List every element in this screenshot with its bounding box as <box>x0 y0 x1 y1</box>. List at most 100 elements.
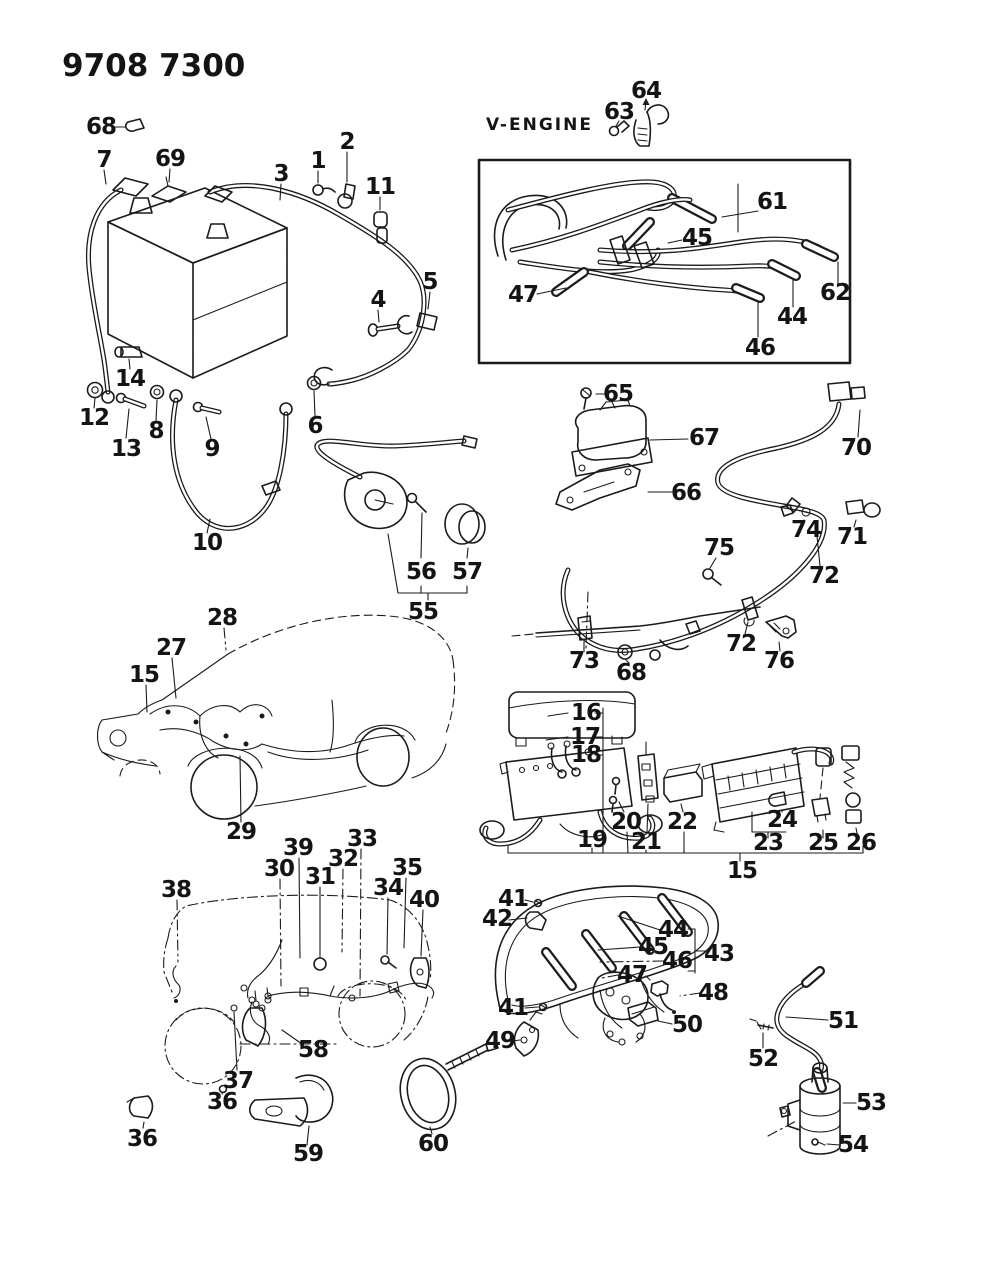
v-engine-box <box>477 158 852 365</box>
callout-39: 39 <box>283 835 313 861</box>
part-48-spark-plug <box>645 975 701 1014</box>
callout-31: 31 <box>305 864 335 890</box>
callout-19: 19 <box>577 827 607 853</box>
callout-69: 69 <box>155 146 185 172</box>
part-5-clamp <box>396 291 438 335</box>
callout-28: 28 <box>207 605 237 631</box>
callout-23: 23 <box>753 830 783 856</box>
callout-51: 51 <box>828 1008 858 1034</box>
callout-20: 20 <box>611 809 641 835</box>
part-11-clamp <box>373 196 388 244</box>
callout-75: 75 <box>704 535 734 561</box>
callout-55: 55 <box>408 599 438 625</box>
callout-54: 54 <box>838 1132 868 1158</box>
callout-12: 12 <box>79 405 109 431</box>
callout-40: 40 <box>409 887 439 913</box>
part-75-screw <box>702 557 722 586</box>
part-2-bracket <box>337 151 356 209</box>
callout-76: 76 <box>764 648 794 674</box>
horn-assembly-drawing <box>314 435 486 601</box>
callout-72: 72 <box>809 563 839 589</box>
callout-2: 2 <box>339 129 354 155</box>
part-9-bolt <box>192 401 222 440</box>
callout-42: 42 <box>482 906 512 932</box>
battery-drawing <box>107 187 288 379</box>
body-wiring-branch <box>511 591 761 661</box>
callout-61: 61 <box>757 189 787 215</box>
callout-5: 5 <box>422 269 437 295</box>
callout-72: 72 <box>726 631 756 657</box>
callout-22: 22 <box>667 809 697 835</box>
callout-4: 4 <box>370 287 385 313</box>
part-17-18-fusible-links <box>547 740 592 779</box>
part-41-screws <box>524 898 548 1012</box>
part-37-wire <box>230 1004 238 1071</box>
part-6-nut <box>306 375 322 417</box>
bracket-15-lower <box>507 844 864 862</box>
part-72-clamp <box>741 596 759 635</box>
part-24-clip <box>768 791 787 813</box>
part-21-connector <box>637 741 659 854</box>
callout-56: 56 <box>406 559 436 585</box>
part-58-bracket <box>241 987 303 1047</box>
callout-52: 52 <box>748 1046 778 1072</box>
callout-67: 67 <box>689 425 719 451</box>
engine-harness-drawing <box>145 627 405 823</box>
part-68-grommet <box>617 644 633 664</box>
part-66-bracket <box>555 463 673 511</box>
callout-13: 13 <box>111 436 141 462</box>
part-50-connector <box>627 1001 673 1027</box>
leaders-43-44-45-46-47 <box>597 915 706 979</box>
vehicle-side-outline <box>163 894 432 1085</box>
callout-15: 15 <box>129 662 159 688</box>
callout-37: 37 <box>223 1068 253 1094</box>
callout-46: 46 <box>745 335 775 361</box>
part-16-cover <box>508 691 636 747</box>
callout-53: 53 <box>856 1090 886 1116</box>
part-54-screw <box>811 1138 841 1146</box>
callout-73: 73 <box>569 648 599 674</box>
part-4-bolt <box>367 309 401 337</box>
callout-17: 17 <box>570 724 600 750</box>
part-12-washer <box>86 381 104 409</box>
part-65-screw <box>580 387 606 410</box>
callout-18: 18 <box>571 742 601 768</box>
callout-58: 58 <box>298 1037 328 1063</box>
callout-43: 43 <box>704 941 734 967</box>
callout-27: 27 <box>156 635 186 661</box>
part-59-clamp <box>248 1074 334 1146</box>
callout-26: 26 <box>846 830 876 856</box>
distributor-cap-drawing <box>592 971 649 1046</box>
callout-34: 34 <box>373 875 403 901</box>
callout-14: 14 <box>115 366 145 392</box>
callout-74: 74 <box>791 517 821 543</box>
callout-33: 33 <box>347 826 377 852</box>
callout-41: 41 <box>498 886 528 912</box>
callout-11: 11 <box>365 174 395 200</box>
body-harness-drawing <box>172 848 435 1045</box>
callout-6: 6 <box>307 413 322 439</box>
callout-47: 47 <box>508 282 538 308</box>
part-13-bolt <box>115 392 147 439</box>
callout-46: 46 <box>662 948 692 974</box>
part-14-bolt <box>114 346 143 370</box>
callout-65: 65 <box>603 381 633 407</box>
part-63-screw <box>608 120 630 137</box>
part-70-harness <box>560 381 866 653</box>
part-26-link <box>841 745 862 839</box>
callout-36: 36 <box>207 1089 237 1115</box>
callout-25: 25 <box>808 830 838 856</box>
callout-45: 45 <box>638 934 668 960</box>
part-8-nut <box>149 384 165 422</box>
callout-66: 66 <box>671 480 701 506</box>
bracket-16-17-18 <box>545 707 604 854</box>
part-71-connector <box>845 499 881 528</box>
callout-7: 7 <box>96 147 111 173</box>
callout-68: 68 <box>616 660 646 686</box>
part-10-ground-cable <box>169 389 293 534</box>
callout-3: 3 <box>273 161 288 187</box>
part-3-battery-harness <box>204 183 427 387</box>
part-49-bracket <box>511 1011 543 1057</box>
